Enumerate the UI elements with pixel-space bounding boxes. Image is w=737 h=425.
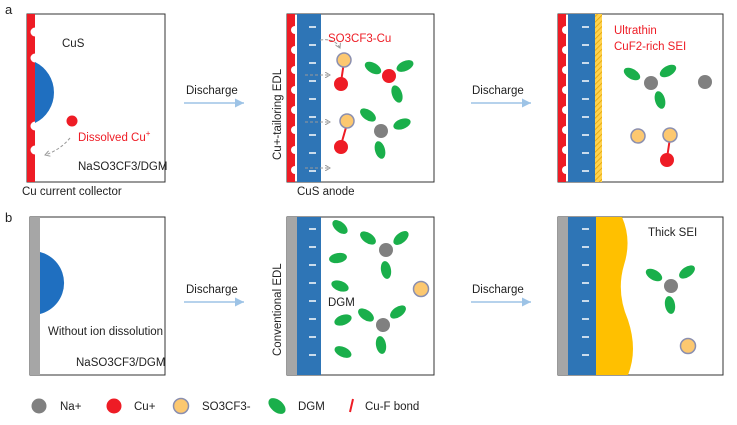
discharge-arrow-b2: Discharge — [471, 284, 531, 307]
cus-anode — [297, 14, 321, 182]
legend-dgm: DGM — [298, 401, 325, 413]
discharge-arrow-a1: Discharge — [184, 85, 244, 108]
dissolved-cu-ion — [66, 115, 78, 127]
panel-label-a: a — [5, 2, 13, 17]
panel-b1: Without ion dissolution NaSO3CF3/DGM — [29, 216, 166, 376]
cu-current-collector — [27, 14, 35, 182]
legend-dgm-symbol — [268, 398, 286, 414]
panel-a2: SO3CF3-Cu Cu+-tailoring EDL — [272, 13, 435, 183]
svg-text:Discharge: Discharge — [472, 85, 524, 97]
legend: Na+ Cu+ SO3CF3- DGM Cu-F bond — [31, 397, 419, 415]
dashed-guides — [305, 39, 340, 168]
legend-anion: SO3CF3- — [202, 401, 251, 413]
panel-label-b: b — [5, 210, 12, 225]
thick-sei-layer — [596, 217, 633, 375]
collector-notches — [30, 27, 40, 155]
panel-b2: Conventional EDL DGM — [272, 216, 435, 376]
cus-anode-label: CuS anode — [297, 186, 355, 198]
legend-na: Na+ — [60, 401, 82, 413]
svg-text:Discharge: Discharge — [186, 284, 238, 296]
ultrathin-sei-layer — [595, 14, 602, 182]
so3cf3-cu-label: SO3CF3-Cu — [328, 33, 391, 45]
legend-na-symbol — [31, 398, 47, 414]
dgm-label: DGM — [328, 297, 355, 309]
legend-cu: Cu+ — [134, 401, 156, 413]
panel-a3: Ultrathin CuF2-rich SEI — [557, 13, 724, 183]
cus-label: CuS — [62, 38, 85, 50]
legend-anion-symbol — [172, 397, 190, 415]
sei-label-line1: Ultrathin — [614, 25, 657, 37]
dissolution-arrow — [45, 137, 71, 155]
cu-current-collector-label: Cu current collector — [22, 186, 122, 198]
edl-label-a: Cu+-tailoring EDL — [272, 68, 284, 160]
no-dissolution-label: Without ion dissolution — [48, 326, 163, 338]
legend-bond: Cu-F bond — [365, 401, 419, 413]
svg-text:Discharge: Discharge — [472, 284, 524, 296]
legend-bond-symbol — [349, 398, 354, 413]
svg-text:Discharge: Discharge — [186, 85, 238, 97]
discharge-arrow-b1: Discharge — [184, 284, 244, 307]
legend-cu-symbol — [106, 398, 122, 414]
thick-sei-label: Thick SEI — [648, 227, 697, 239]
discharge-arrow-a2: Discharge — [471, 85, 531, 108]
panel-a1: CuS Dissolved Cu+ NaSO3CF3/DGM — [26, 13, 167, 183]
negative-charges — [309, 26, 316, 172]
panel-b3: Thick SEI — [557, 216, 724, 376]
electrolyte-label-b: NaSO3CF3/DGM — [76, 357, 165, 369]
sei-label-line2: CuF2-rich SEI — [614, 41, 686, 53]
electrolyte-label-a: NaSO3CF3/DGM — [78, 161, 167, 173]
gray-current-collector — [30, 217, 40, 375]
edl-label-b: Conventional EDL — [272, 263, 284, 356]
dissolved-cu-label: Dissolved Cu+ — [78, 129, 151, 144]
cus-particle — [35, 62, 54, 123]
